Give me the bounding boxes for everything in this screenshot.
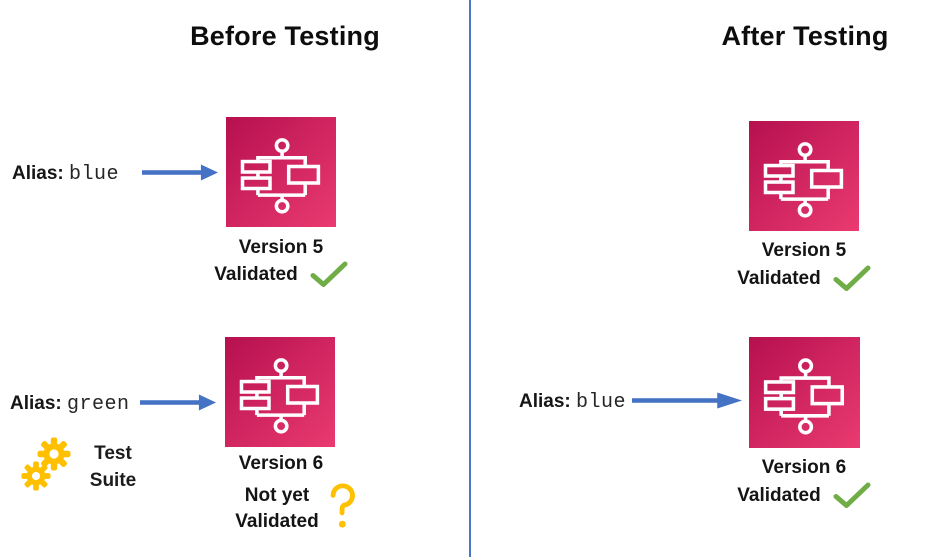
check-icon <box>310 261 348 288</box>
version-label: Version 6 <box>761 457 847 478</box>
alias-label-before-version5: Alias: blue <box>12 162 119 186</box>
not-yet-label: Not yet <box>244 485 310 506</box>
alias-key: Alias: <box>12 163 64 184</box>
question-mark-icon <box>329 481 356 534</box>
check-icon <box>833 482 871 509</box>
alias-label-after-version6: Alias: blue <box>519 390 626 414</box>
validated-label: Validated <box>737 484 821 506</box>
test-suite-line1: Test <box>94 443 132 464</box>
test-suite-label: Test Suite <box>76 440 150 494</box>
validated-label: Validated <box>214 263 298 285</box>
arrow-right-icon <box>632 392 742 409</box>
step-functions-workflow-icon <box>225 337 335 447</box>
validated-label: Validated <box>235 511 319 532</box>
alias-key: Alias: <box>519 391 571 412</box>
version-label: Version 5 <box>761 240 847 261</box>
check-icon <box>833 265 871 292</box>
panel-divider-line <box>469 0 471 557</box>
alias-label-before-version6: Alias: green <box>10 392 130 416</box>
arrow-right-icon <box>142 164 218 181</box>
test-suite-line2: Suite <box>89 470 137 491</box>
alias-value: blue <box>69 163 120 186</box>
version-label: Version 5 <box>238 237 324 258</box>
after-testing-title: After Testing <box>721 21 889 51</box>
alias-value: blue <box>576 391 627 414</box>
before-testing-title: Before Testing <box>190 21 380 51</box>
step-functions-workflow-icon <box>226 117 336 227</box>
alias-value: green <box>67 393 130 416</box>
step-functions-workflow-icon <box>749 121 859 231</box>
step-functions-workflow-icon <box>749 337 860 448</box>
arrow-right-icon <box>140 394 216 411</box>
version-label: Version 6 <box>238 453 324 474</box>
validated-label: Validated <box>737 267 821 289</box>
alias-key: Alias: <box>10 393 62 414</box>
